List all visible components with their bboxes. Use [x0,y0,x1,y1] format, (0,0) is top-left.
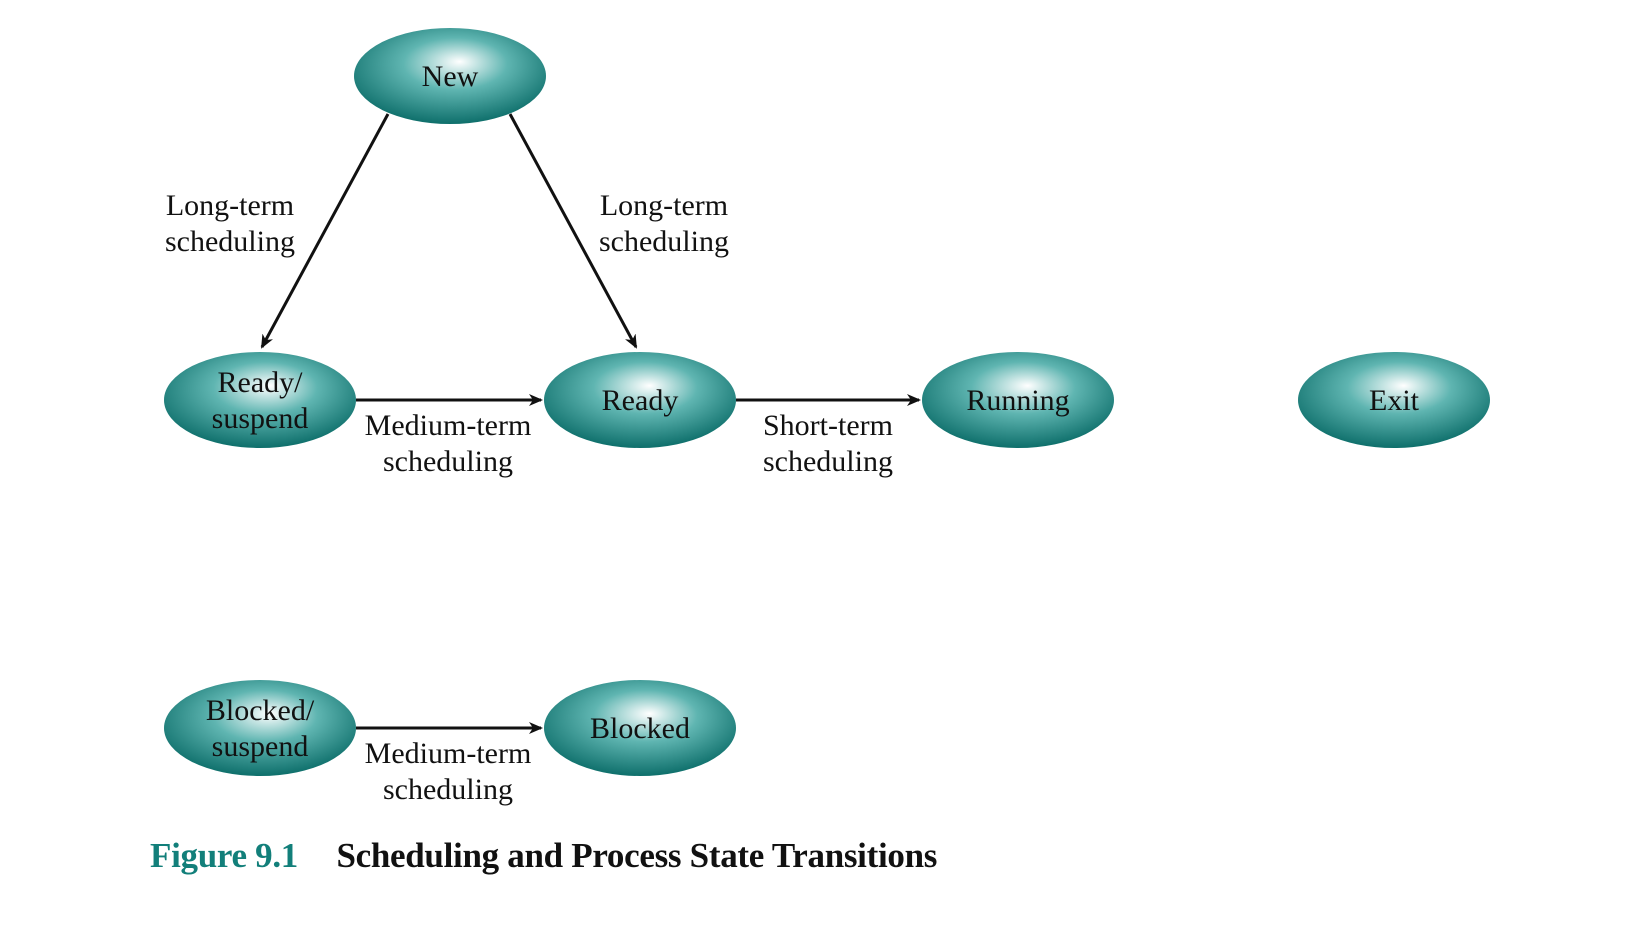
edge-label-line: scheduling [383,445,513,478]
edge-label-line: scheduling [599,225,729,258]
state-label-line: suspend [212,730,309,763]
state-label-line: Blocked/ [206,694,315,727]
caption-label: Figure 9.1 [150,836,299,875]
state-label: Running [966,384,1069,417]
state-node-ready-suspend: Ready/suspend [164,352,356,448]
state-ellipse [1298,352,1490,448]
state-label-line: Ready [602,384,679,417]
state-node-ready: Ready [544,352,736,448]
state-label: Ready/suspend [212,366,309,435]
edge-label-line: Long-term [166,189,294,222]
edge-label-line: Medium-term [365,737,532,770]
edge-label-line: scheduling [165,225,295,258]
state-node-running: Running [922,352,1114,448]
state-label: Blocked/suspend [206,694,315,763]
state-label-line: Ready/ [218,366,304,399]
state-label-line: Blocked [590,712,690,745]
state-ellipse [544,352,736,448]
state-node-blocked-suspend: Blocked/suspend [164,680,356,776]
edge-label-line: scheduling [383,773,513,806]
state-label: New [422,60,479,93]
state-label-line: Exit [1369,384,1420,417]
state-ellipse [544,680,736,776]
figure-caption: Figure 9.1 Scheduling and Process State … [150,836,937,876]
edge-label-line: Long-term [600,189,728,222]
caption-title: Scheduling and Process State Transitions [336,836,938,875]
state-node-new: New [354,28,546,124]
state-label: Blocked [590,712,690,745]
state-label-line: New [422,60,479,93]
state-label: Exit [1369,384,1420,417]
state-node-blocked: Blocked [544,680,736,776]
arrow-new-to-ready [508,113,638,349]
state-ellipse [354,28,546,124]
state-label-line: suspend [212,402,309,435]
state-ellipse [164,680,356,776]
arrow-new-to-ready-suspend [260,113,390,349]
state-label: Ready [602,384,679,417]
edge-label-line: scheduling [763,445,893,478]
edge-label-line: Short-term [763,409,893,442]
state-node-exit: Exit [1298,352,1490,448]
edge-label-line: Medium-term [365,409,532,442]
state-label-line: Running [966,384,1069,417]
edges-layer [260,113,921,734]
state-ellipse [164,352,356,448]
state-ellipse [922,352,1114,448]
